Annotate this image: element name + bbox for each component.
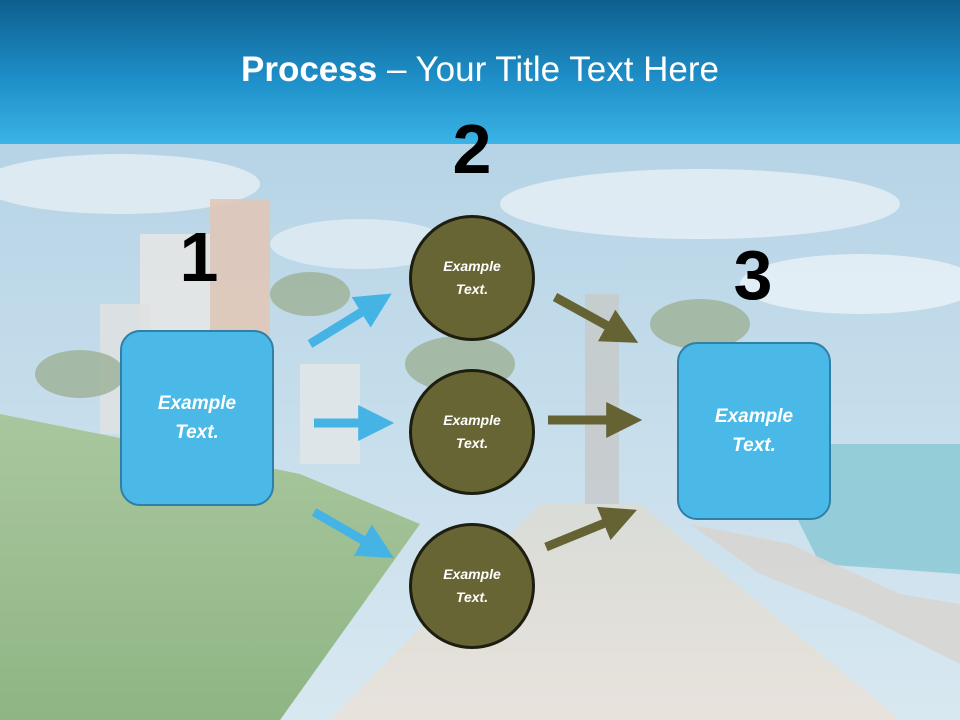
step-2-circle-bottom: Example Text.	[409, 523, 535, 649]
step-number-1: 1	[179, 218, 219, 296]
step-3-label: Example Text.	[714, 406, 794, 456]
slide-title: Process – Your Title Text Here	[0, 50, 960, 90]
circle-bottom-label: Example Text.	[443, 566, 501, 605]
step-2-circle-top: Example Text.	[409, 215, 535, 341]
step-2-circle-middle: Example Text.	[409, 369, 535, 495]
circle-middle-label: Example Text.	[443, 412, 501, 451]
step-number-2: 2	[452, 110, 492, 188]
arrow-step1-to-bottom	[311, 508, 395, 559]
arrow-bottom-to-step3	[544, 506, 638, 552]
step-1-label: Example Text.	[157, 393, 237, 443]
title-bar	[0, 0, 960, 144]
step-3-box: Example Text.	[677, 342, 831, 520]
step-1-box: Example Text.	[120, 330, 274, 506]
step-number-3: 3	[733, 236, 773, 314]
circle-top-label: Example Text.	[443, 258, 501, 297]
title-rest: – Your Title Text Here	[377, 50, 719, 89]
title-bold: Process	[241, 50, 378, 89]
arrow-top-to-step3	[552, 293, 639, 343]
arrow-step1-to-top	[307, 293, 392, 348]
